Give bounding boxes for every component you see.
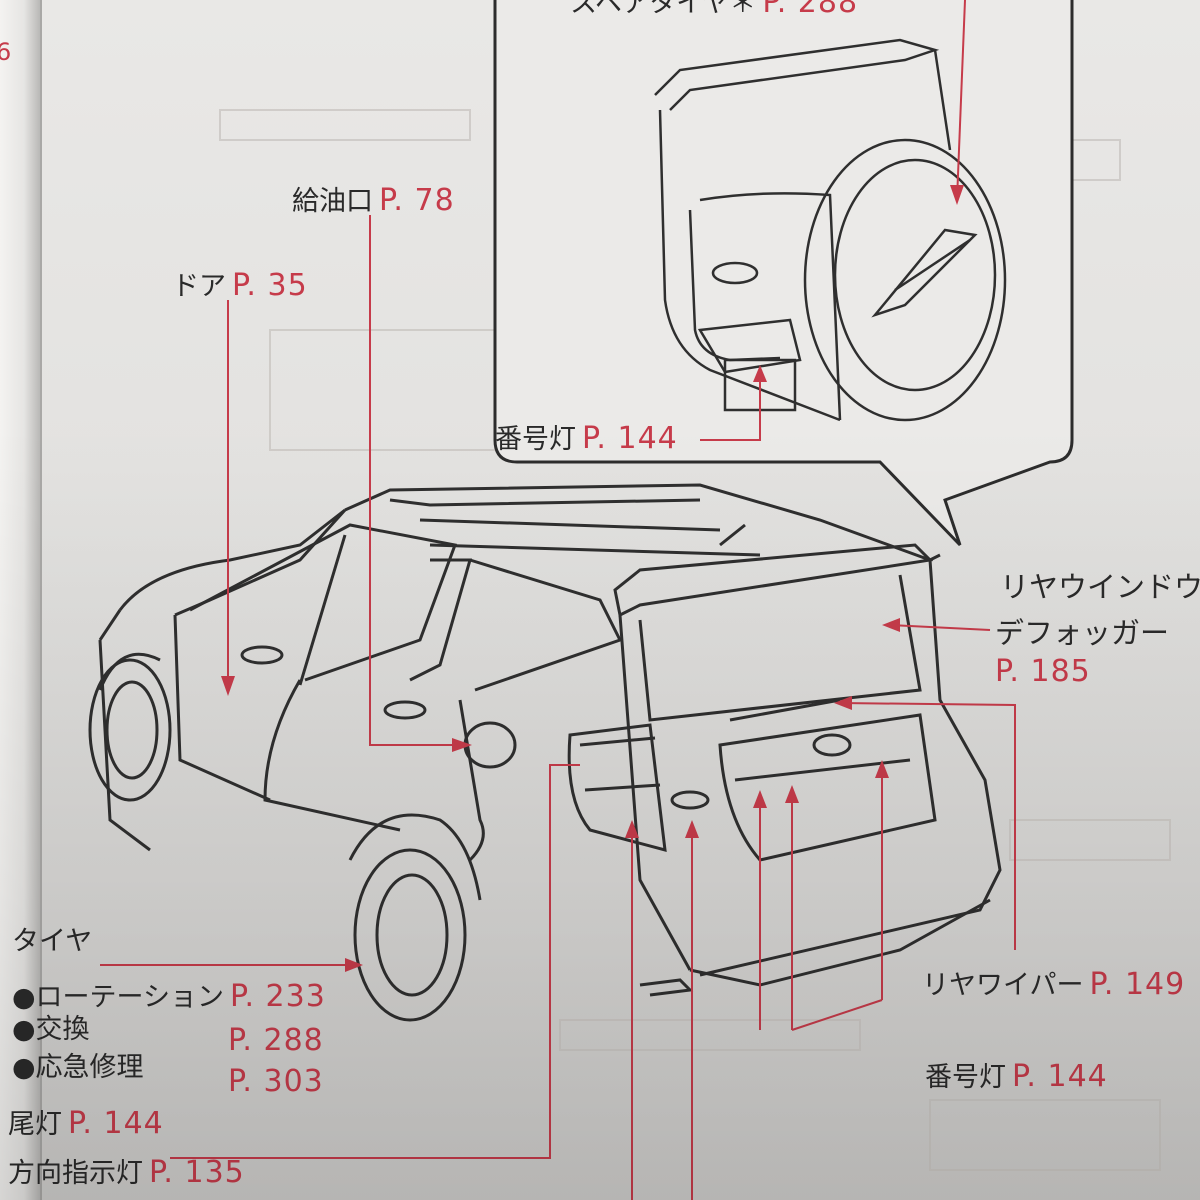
callout-lines: [100, 215, 1016, 1200]
rear-defogger-line2: デフォッガー: [995, 616, 1170, 650]
spare-tire-label: スペアタイヤ＊ P. 288: [570, 0, 858, 18]
tire-rotation-text: ●ローテーション: [12, 982, 225, 1013]
tail-light-text: 尾灯: [8, 1109, 62, 1140]
rear-wiper-text: リヤワイパー: [922, 970, 1084, 1001]
tire-emergency-repair-text: ●応急修理: [12, 1052, 144, 1083]
license-light-page-ref: P. 144: [1012, 1059, 1108, 1094]
fuel-door-page-ref: P. 78: [379, 183, 455, 218]
rear-defogger-page-ref: P. 185: [995, 654, 1091, 689]
tire-emergency-repair-page-ref: P. 303: [228, 1064, 324, 1099]
spare-tire-text: スペアタイヤ＊: [570, 0, 757, 19]
suv-rear-view-drawing: [88, 483, 1002, 1022]
door-text: ドア: [172, 271, 226, 302]
tire-rotation-page-ref: P. 233: [230, 979, 326, 1014]
tail-light-page-ref: P. 144: [68, 1106, 164, 1141]
spare-tire-page-ref: P. 288: [762, 0, 859, 20]
rear-defogger-line1: リヤウインドウ: [1000, 570, 1200, 604]
tire-title: タイヤ: [12, 926, 93, 957]
license-light-text: 番号灯: [925, 1062, 1006, 1093]
inset-tailgate-drawing: [654, 38, 1007, 422]
license-light-inset-page-ref: P. 144: [582, 421, 678, 456]
turn-signal-page-ref: P. 135: [149, 1155, 245, 1190]
door-page-ref: P. 35: [232, 268, 308, 303]
turn-signal-text: 方向指示灯: [8, 1158, 143, 1189]
tire-replacement-page-ref: P. 288: [228, 1023, 324, 1058]
callout-arrowheads: [221, 618, 900, 972]
rear-wiper-page-ref: P. 149: [1089, 967, 1186, 1002]
page-number-fragment: 6: [0, 38, 12, 66]
inset-callout-frame: [493, 0, 1074, 547]
fuel-door-text: 給油口: [292, 186, 373, 217]
previous-page-edge: 6: [0, 0, 42, 1200]
tire-replacement-text: ●交換: [12, 1014, 90, 1045]
license-light-inset-text: 番号灯: [495, 424, 576, 455]
